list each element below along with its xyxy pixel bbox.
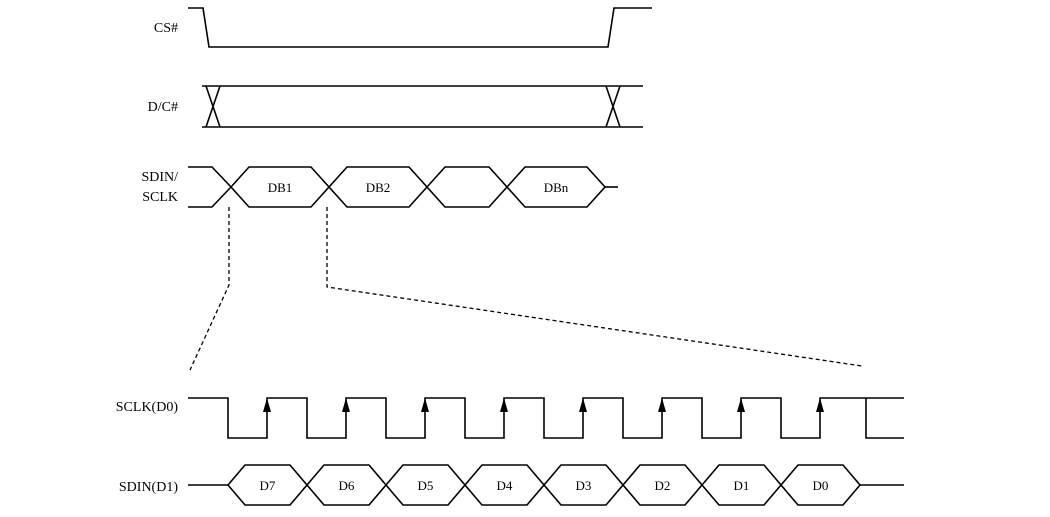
sdin-bit-waveform: D7 D6 D5 D4 D3 D2 D1 D0 (188, 464, 904, 506)
byte-waveform: DB1 DB2 DBn (188, 166, 618, 208)
bit-label-d0: D0 (813, 478, 829, 493)
cs-waveform (188, 7, 652, 48)
byte-lead-lower (188, 186, 232, 208)
zoom-line-left (189, 207, 230, 371)
byte-label-db1: DB1 (268, 180, 293, 195)
sdin-sclk-label-line1: SDIN/ (141, 170, 178, 185)
rising-edge-arrow-7 (737, 398, 745, 412)
rising-edge-arrow-3 (421, 398, 429, 412)
dc-label: D/C# (148, 100, 178, 115)
byte-lead-upper (188, 166, 232, 188)
bit-label-d7: D7 (260, 478, 276, 493)
zoom-line-right (326, 207, 863, 367)
cs-label: CS# (154, 21, 178, 36)
dc-transition-start (205, 85, 221, 128)
rising-edge-arrow-4 (500, 398, 508, 412)
sclk-d0-label: SCLK(D0) (116, 400, 179, 415)
rising-edge-arrow-5 (579, 398, 587, 412)
rising-edge-arrow-2 (342, 398, 350, 412)
sclk-clock-line (188, 397, 904, 439)
bit-label-d6: D6 (339, 478, 355, 493)
bit-label-d2: D2 (655, 478, 671, 493)
bit-label-d4: D4 (497, 478, 513, 493)
rising-edge-arrow-8 (816, 398, 824, 412)
rising-edge-arrow-1 (263, 398, 271, 412)
dc-transition-end (605, 85, 621, 128)
byte-label-dbn: DBn (544, 180, 569, 195)
rising-edge-arrow-6 (658, 398, 666, 412)
sdin-sclk-label-line2: SCLK (142, 190, 178, 205)
sdin-d1-label: SDIN(D1) (119, 480, 178, 495)
bit-label-d3: D3 (576, 478, 592, 493)
sclk-waveform (188, 397, 904, 439)
byte-label-db2: DB2 (366, 180, 391, 195)
bit-label-d1: D1 (734, 478, 750, 493)
bit-label-d5: D5 (418, 478, 434, 493)
sclk-end-low (865, 398, 904, 439)
byte-cell-blank (425, 166, 509, 208)
